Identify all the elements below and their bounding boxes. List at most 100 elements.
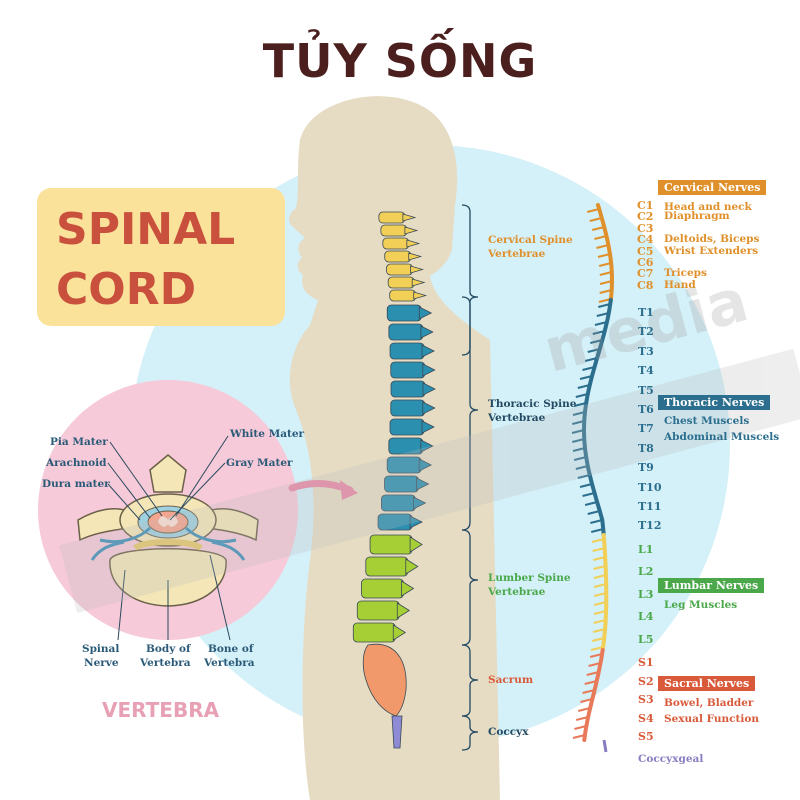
lumbar-function-1: Leg Muscles (664, 599, 738, 611)
cervical-code-c5: C5 (637, 244, 654, 258)
cord-segment-sacral (582, 648, 605, 742)
label-vertebra-bone: Vertebra (204, 657, 255, 669)
nerve-root-lumbar (593, 619, 606, 624)
cervical-vertebra-2 (380, 224, 408, 237)
banner-background (37, 188, 285, 326)
sacral-code-s5: S5 (638, 730, 654, 744)
nerve-root-sacral (589, 653, 603, 658)
banner-line-1: SPINAL (56, 204, 236, 255)
lumbar-vertebra-5 (352, 622, 396, 643)
nerve-root-cervical (599, 289, 612, 294)
nerve-root-thoracic (579, 375, 593, 380)
cervical-code-c1: C1 (637, 199, 654, 212)
lumbar-code-l3: L3 (638, 587, 654, 601)
cervical-code-c8: C8 (637, 278, 654, 292)
cervical-function-0: Head and neck (664, 201, 752, 213)
thoracic-function-1: Chest Muscels (664, 415, 750, 427)
thoracic-code-t12: T12 (638, 519, 662, 533)
thoracic-code-t4: T4 (638, 364, 654, 378)
thoracic-vertebra-9-process (418, 458, 433, 472)
thoracic-vertebra-2 (388, 323, 424, 341)
nerve-root-thoracic (572, 411, 586, 416)
region-lumbar-1: Lumber Spine (488, 572, 571, 584)
nerve-root-sacral (588, 662, 601, 667)
nerve-root-thoracic (590, 528, 604, 533)
label-spinal: Spinal (82, 643, 120, 655)
nerve-root-thoracic (575, 393, 589, 398)
cervical-vertebra-5 (386, 263, 413, 276)
cervical-code-c7: C7 (637, 267, 654, 281)
nerve-root-thoracic (573, 456, 587, 461)
nerve-root-thoracic (577, 474, 591, 479)
nerve-root-cervical (586, 208, 600, 213)
region-cervical-1: Cervical Spine (488, 234, 573, 246)
nerve-root-thoracic (575, 465, 589, 470)
cervical-vertebra-2-process (404, 226, 419, 235)
label-arachnoid: Arachnoid (46, 457, 107, 469)
nerve-root-thoracic (572, 447, 586, 452)
cervical-code-c2: C2 (637, 210, 654, 224)
header-cervical-nerves: Cervical Nerves (658, 180, 767, 195)
thoracic-vertebra-1-process (418, 306, 433, 320)
thoracic-code-t2: T2 (638, 325, 654, 339)
label-nerve: Nerve (84, 657, 119, 669)
thoracic-vertebra-8-process (420, 439, 434, 453)
thoracic-vertebra-3 (389, 342, 425, 360)
nerve-root-thoracic (590, 339, 603, 344)
nerve-root-thoracic (587, 348, 600, 353)
cervical-function-1: Diaphragm (664, 210, 730, 223)
thoracic-vertebra-2-process (420, 325, 434, 339)
cervical-vertebra-6-process (411, 278, 426, 287)
sacral-function-2: Sexual Function (664, 713, 760, 725)
region-cervical-2: Vertebrae (488, 248, 546, 260)
cervical-function-3: Deltoids, Biceps (664, 233, 760, 246)
cervical-function-6: Triceps (664, 267, 707, 280)
cervical-code-c6: C6 (637, 256, 654, 269)
nerve-root-sacral (584, 680, 597, 685)
thoracic-vertebra-1 (386, 304, 422, 322)
header-sacral-nerves: Sacral Nerves (658, 676, 756, 691)
cervical-code-c3: C3 (637, 221, 654, 235)
nerve-root-thoracic (594, 321, 608, 326)
vertebra-cross-section (77, 454, 259, 607)
cervical-function-7: Hand (664, 278, 696, 291)
label-white-mater: White Mater (230, 428, 305, 440)
thoracic-code-t6: T6 (638, 403, 654, 416)
thoracic-vertebra-5-process (422, 382, 436, 396)
label-bone-of: Bone of (208, 643, 254, 655)
nerve-root-lumbar (592, 556, 606, 561)
nerve-root-cervical (591, 226, 605, 231)
lumbar-vertebra-4 (356, 600, 400, 621)
thoracic-code-t1: T1 (638, 306, 654, 319)
nerve-root-thoracic (579, 483, 593, 488)
region-thoracic-1: Thoracic Spine (488, 398, 577, 410)
lumbar-code-l5: L5 (638, 632, 654, 646)
label-gray-mater: Gray Mater (226, 457, 293, 469)
region-sacrum: Sacrum (488, 674, 534, 686)
thoracic-vertebra-4-process (422, 363, 436, 377)
nerve-root-sacral (575, 716, 589, 721)
banner-line-2: CORD (56, 264, 197, 315)
cervical-vertebra-7-process (413, 291, 428, 300)
nerve-root-sacral (574, 725, 587, 730)
sacral-function-1: Bowel, Bladder (664, 697, 754, 709)
vertebra-leader-lines (107, 435, 231, 641)
nerve-root-thoracic (587, 510, 600, 515)
nerve-root-cervical (598, 262, 612, 267)
cord-segment-lumbar (600, 533, 609, 652)
label-vertebra-body: Vertebra (140, 657, 191, 669)
spinal-nerve-cord (571, 203, 615, 753)
sacral-code-s1: S1 (638, 656, 654, 669)
lumbar-code-l1: L1 (638, 543, 654, 556)
nerve-root-cervical (599, 280, 613, 285)
region-thoracic-2: Vertebrae (488, 412, 546, 424)
thoracic-code-t10: T10 (638, 480, 662, 494)
cervical-vertebra-3 (382, 237, 410, 250)
lumbar-vertebra-2-process (405, 558, 419, 575)
cervical-function-4: Wrist Extenders (664, 244, 759, 257)
nerve-root-thoracic (584, 357, 598, 362)
nerve-root-sacral (586, 671, 599, 676)
header-thoracic-nerves: Thoracic Nerves (658, 395, 771, 410)
nerve-root-lumbar (592, 628, 606, 633)
